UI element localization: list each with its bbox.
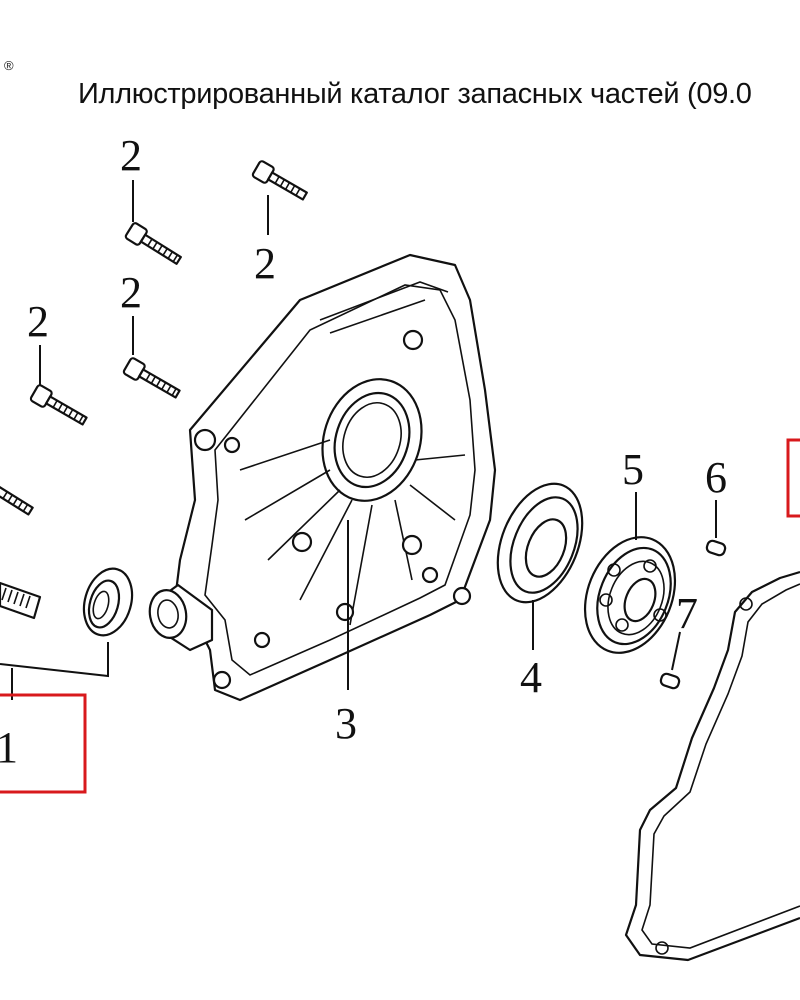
- callout-bolt-a: 2: [120, 131, 142, 180]
- bolt-a[interactable]: [124, 180, 184, 268]
- registered-mark: ®: [4, 58, 14, 73]
- catalog-title: Иллюстрированный каталог запасных частей…: [78, 78, 752, 110]
- oil-seal-right[interactable]: [482, 471, 599, 614]
- bearing[interactable]: [569, 524, 692, 667]
- bolt-e[interactable]: [0, 485, 34, 516]
- callout-oil-seal-right: 4: [520, 653, 542, 702]
- bolt-c[interactable]: [122, 316, 182, 402]
- callout-bolt-c: 2: [120, 268, 142, 317]
- highlight-box-left: [0, 693, 87, 794]
- callout-bearing: 5: [622, 445, 644, 494]
- callout-dowel-pin-bottom: 7: [676, 589, 698, 638]
- callout-bolt-b: 2: [254, 239, 276, 288]
- leader-part-1: [0, 642, 109, 678]
- spring-element[interactable]: [0, 581, 42, 620]
- dowel-pin-top[interactable]: [705, 539, 727, 557]
- callout-crankcase-cover: 3: [335, 699, 357, 748]
- bolt-d[interactable]: [29, 345, 89, 429]
- gasket[interactable]: [624, 570, 800, 962]
- callout-bolt-d: 2: [27, 297, 49, 346]
- oil-seal-left[interactable]: [77, 563, 140, 641]
- highlight-box-right: [786, 438, 800, 518]
- bolt-b[interactable]: [251, 160, 309, 235]
- callout-oil-seal-left: 1: [0, 723, 18, 772]
- leader-part-7: [671, 631, 681, 671]
- callout-dowel-pin-top: 6: [705, 453, 727, 502]
- crankcase-cover[interactable]: [146, 253, 497, 702]
- dowel-pin-bottom[interactable]: [659, 672, 681, 690]
